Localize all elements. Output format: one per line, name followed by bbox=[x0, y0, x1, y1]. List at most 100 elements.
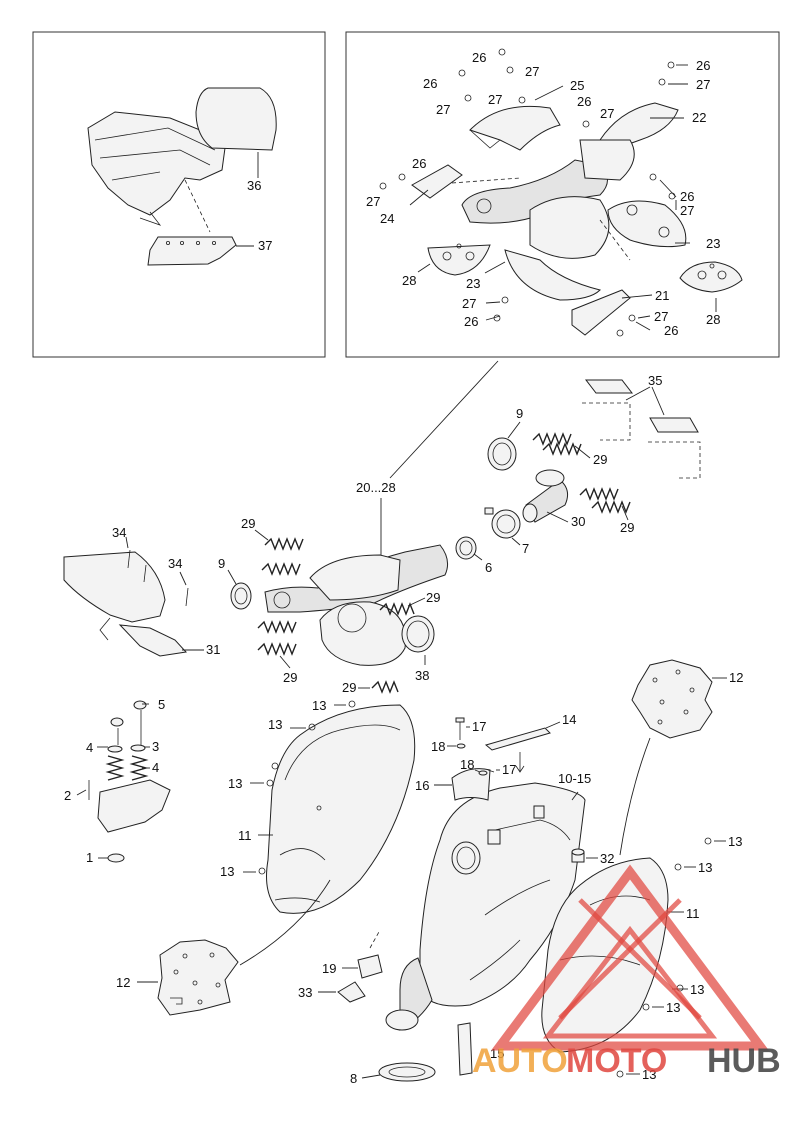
heat-shield-22 bbox=[599, 102, 679, 151]
callout-2: 2 bbox=[64, 788, 71, 803]
callout-21: 21 bbox=[655, 288, 669, 303]
heat-shield-11-left bbox=[266, 704, 416, 914]
gasket-ring-9-top bbox=[487, 437, 517, 471]
callout-27: 27 bbox=[462, 296, 476, 311]
callout-28: 28 bbox=[402, 273, 416, 288]
callout-13: 13 bbox=[666, 1000, 680, 1015]
mount-assembly bbox=[88, 700, 171, 863]
callout-26: 26 bbox=[412, 156, 426, 171]
callout-18: 18 bbox=[460, 757, 474, 772]
watermark-moto: MOTO bbox=[566, 1042, 667, 1080]
watermark-hub: HUB bbox=[707, 1042, 781, 1080]
leader-lines-inset bbox=[409, 64, 717, 331]
spring-29-left bbox=[261, 537, 304, 576]
callout-5: 5 bbox=[158, 697, 165, 712]
gasket-ring-38 bbox=[401, 615, 435, 653]
spring-29-lower bbox=[371, 680, 399, 694]
callout-27: 27 bbox=[525, 64, 539, 79]
callout-27: 27 bbox=[654, 309, 668, 324]
inset-box-left bbox=[32, 31, 326, 358]
callout-4: 4 bbox=[86, 740, 93, 755]
callout-26: 26 bbox=[472, 50, 486, 65]
callout-25: 25 bbox=[570, 78, 584, 93]
callout-27: 27 bbox=[696, 77, 710, 92]
plate-part-37 bbox=[147, 179, 237, 266]
callout-9: 9 bbox=[218, 556, 225, 571]
callout-29: 29 bbox=[426, 590, 440, 605]
callout-13: 13 bbox=[698, 860, 712, 875]
gasket-plate-12-right bbox=[631, 659, 713, 739]
callout-13: 13 bbox=[312, 698, 326, 713]
screw-34 bbox=[127, 549, 189, 607]
callout-37: 37 bbox=[258, 238, 272, 253]
callout-8: 8 bbox=[350, 1071, 357, 1086]
callout-36: 36 bbox=[247, 178, 261, 193]
callout-7: 7 bbox=[522, 541, 529, 556]
callout-27: 27 bbox=[436, 102, 450, 117]
strip-part-15 bbox=[457, 1022, 473, 1076]
gasket-ring-8 bbox=[378, 1062, 436, 1082]
callout-3: 3 bbox=[152, 739, 159, 754]
pad-part-35 bbox=[582, 379, 701, 479]
clip-part-16 bbox=[451, 768, 491, 801]
callout-17: 17 bbox=[472, 719, 486, 734]
callout-13: 13 bbox=[228, 776, 242, 791]
watermark-auto: AUTO bbox=[472, 1042, 568, 1080]
callout-27: 27 bbox=[680, 203, 694, 218]
callout-19: 19 bbox=[322, 961, 336, 976]
callout-38: 38 bbox=[415, 668, 429, 683]
callout-13: 13 bbox=[268, 717, 282, 732]
callout-32: 32 bbox=[600, 851, 614, 866]
fairing-part-36 bbox=[87, 87, 277, 226]
callout-11: 11 bbox=[686, 906, 700, 921]
callout-29: 29 bbox=[342, 680, 356, 695]
bolt-17 bbox=[455, 717, 495, 773]
callout-26: 26 bbox=[423, 76, 437, 91]
callout-12: 12 bbox=[116, 975, 130, 990]
callout-14: 14 bbox=[562, 712, 576, 727]
bracket-part-31 bbox=[63, 551, 188, 657]
callout-11: 11 bbox=[238, 828, 252, 843]
callout-29: 29 bbox=[593, 452, 607, 467]
callout-10-15: 10-15 bbox=[558, 771, 591, 786]
pipe-part-30 bbox=[522, 469, 569, 523]
header-pipe-assembly bbox=[264, 544, 449, 666]
callout-29: 29 bbox=[620, 520, 634, 535]
callout-17: 17 bbox=[502, 762, 516, 777]
callout-23: 23 bbox=[466, 276, 480, 291]
callout-4: 4 bbox=[152, 760, 159, 775]
callout-27: 27 bbox=[488, 92, 502, 107]
clamp-part-7 bbox=[484, 507, 521, 539]
spring-29-top-a bbox=[532, 432, 582, 456]
heat-shield-23b bbox=[607, 200, 687, 248]
washer-18 bbox=[456, 743, 488, 776]
callout-23: 23 bbox=[706, 236, 720, 251]
callout-26: 26 bbox=[696, 58, 710, 73]
callout-6: 6 bbox=[485, 560, 492, 575]
callout-26: 26 bbox=[577, 94, 591, 109]
spring-29-bottom-left bbox=[257, 620, 297, 656]
callout-12: 12 bbox=[729, 670, 743, 685]
callout-26: 26 bbox=[680, 189, 694, 204]
callout-20-28: 20...28 bbox=[356, 480, 396, 495]
bracket-part-19 bbox=[357, 929, 383, 979]
callout-13: 13 bbox=[690, 982, 704, 997]
strip-part-14 bbox=[484, 727, 551, 773]
callout-13: 13 bbox=[728, 834, 742, 849]
callout-16: 16 bbox=[415, 778, 429, 793]
spring-29-middle bbox=[379, 602, 415, 616]
damper-part-32 bbox=[571, 848, 585, 863]
header-pipe-inset bbox=[461, 139, 635, 259]
nut-13-group bbox=[258, 700, 712, 1078]
inset-leader bbox=[389, 360, 499, 479]
callout-29: 29 bbox=[283, 670, 297, 685]
callout-27: 27 bbox=[600, 106, 614, 121]
watermark-logo: AUTO MOTO HUB bbox=[472, 864, 781, 1080]
callout-27: 27 bbox=[366, 194, 380, 209]
callout-13: 13 bbox=[220, 864, 234, 879]
heat-shield-23a bbox=[504, 249, 601, 301]
callout-30: 30 bbox=[571, 514, 585, 529]
bracket-part-33 bbox=[337, 981, 366, 1003]
callout-34: 34 bbox=[168, 556, 182, 571]
